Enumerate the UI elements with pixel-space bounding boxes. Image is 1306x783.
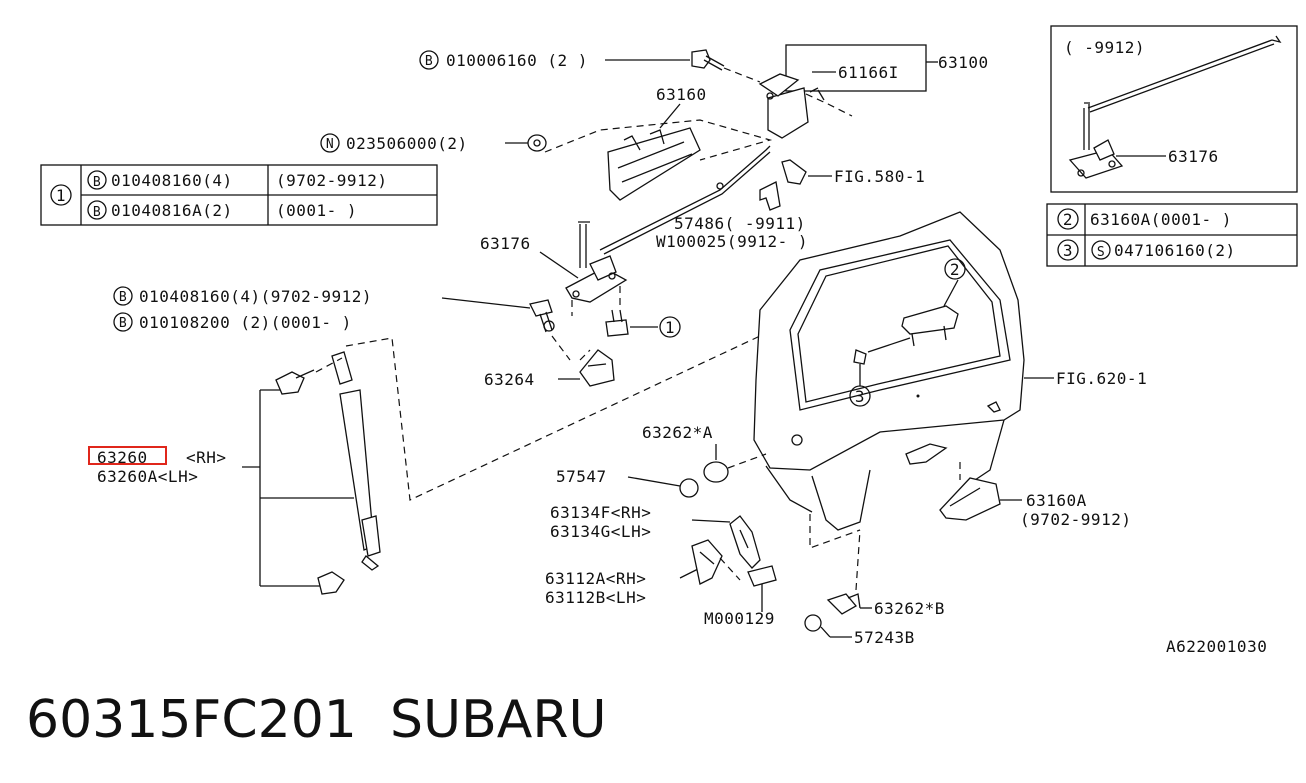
svg-text:B: B bbox=[119, 316, 127, 331]
svg-text:N: N bbox=[326, 137, 334, 152]
back-door-panel: 2 3 FIG.620-1 bbox=[753, 211, 1147, 531]
label-bumper-b: 63262*B bbox=[874, 599, 945, 618]
svg-text:B: B bbox=[425, 54, 433, 69]
label-fig580: FIG.580-1 bbox=[834, 167, 925, 186]
lock-assembly: 63100 61166I bbox=[758, 44, 989, 139]
callout-2-text: 2 bbox=[950, 260, 960, 279]
inset-range: ( -9912) bbox=[1064, 38, 1145, 57]
nut: N 023506000(2) bbox=[320, 133, 547, 153]
lamp-63160A: 63160A (9702-9912) bbox=[939, 462, 1131, 529]
label-striker: 63264 bbox=[484, 370, 535, 389]
label-bolt-top: 010006160 (2 ) bbox=[446, 51, 588, 70]
table2-row2-symbol: S bbox=[1097, 245, 1105, 260]
table1-row2-part: 01040816A(2) bbox=[111, 201, 233, 220]
callout-circle-1 bbox=[50, 184, 72, 206]
label-nut: 023506000(2) bbox=[346, 134, 468, 153]
label-hinge-lh: 63112B<LH> bbox=[545, 588, 646, 607]
table2-row1-index: 2 bbox=[1063, 210, 1073, 229]
bolt-top: B 010006160 (2 ) bbox=[419, 49, 761, 83]
label-bolt-a: 010408160(4)(9702-9912) bbox=[139, 287, 372, 306]
callout-1-text: 1 bbox=[665, 318, 675, 337]
label-lock-assy: 63100 bbox=[938, 53, 989, 72]
label-stay-rh: 63260 bbox=[97, 448, 148, 467]
spec-table-1: 1 B 010408160(4) (9702-9912) B 01040816A… bbox=[40, 164, 438, 226]
label-hinge-rh: 63112A<RH> bbox=[545, 569, 646, 588]
label-stay-rh-side: <RH> bbox=[186, 448, 227, 467]
bumper-a: 63262*A 57547 bbox=[556, 423, 767, 498]
cushion: 63134F<RH> 63134G<LH> bbox=[550, 503, 861, 569]
inset-part-label: 63176 bbox=[1168, 147, 1219, 166]
table1-row2-range: (0001- ) bbox=[276, 201, 357, 220]
table2-row2-part: 047106160(2) bbox=[1114, 241, 1236, 260]
label-cap-b: 57243B bbox=[854, 628, 915, 647]
label-latch: 63176 bbox=[480, 234, 531, 253]
title-brand: SUBARU bbox=[390, 690, 607, 750]
label-lock-sub: 61166I bbox=[838, 63, 899, 82]
label-cushion-rh: 63134F<RH> bbox=[550, 503, 651, 522]
bumper-b: 63262*B 57243B bbox=[804, 529, 945, 647]
label-bolt-b: 010108200 (2)(0001- ) bbox=[139, 313, 352, 332]
label-lamp-range: (9702-9912) bbox=[1020, 510, 1131, 529]
label-rod-a: 57486( -9911) bbox=[674, 214, 806, 233]
label-cushion-lh: 63134G<LH> bbox=[550, 522, 651, 541]
inset-detail: ( -9912) 63176 bbox=[1050, 25, 1298, 193]
label-stay-lh: 63260A<LH> bbox=[97, 467, 198, 486]
table2-row1-part: 63160A(0001- ) bbox=[1090, 210, 1232, 229]
table1-index: 1 bbox=[56, 186, 66, 205]
rod-and-clip: FIG.580-1 57486( -9911) W100025(9912- ) bbox=[599, 145, 925, 255]
label-cap-a: 57547 bbox=[556, 467, 607, 486]
callout-circle-1-diagram bbox=[659, 316, 681, 338]
table1-row1-range: (9702-9912) bbox=[276, 171, 387, 190]
callout-3-text: 3 bbox=[855, 387, 865, 406]
label-fig620: FIG.620-1 bbox=[1056, 369, 1147, 388]
spec-table-2: 2 63160A(0001- ) 3 S 047106160(2) bbox=[1046, 203, 1298, 267]
diagram-code: A622001030 bbox=[1166, 637, 1267, 656]
svg-text:B: B bbox=[119, 290, 127, 305]
gas-stay-63260: 63260 <RH> 63260A<LH> bbox=[88, 335, 761, 595]
table1-row1-part: 010408160(4) bbox=[111, 171, 233, 190]
striker-63264: 63264 bbox=[484, 349, 615, 389]
highlight-box bbox=[88, 446, 167, 465]
table2-row2-index: 3 bbox=[1063, 241, 1073, 260]
hinge: 63112A<RH> 63112B<LH> M000129 bbox=[545, 539, 777, 628]
title-part-number: 60315FC201 bbox=[26, 690, 357, 750]
latch-bolts: B 010408160(4)(9702-9912) B 010108200 (2… bbox=[113, 286, 681, 361]
label-rod-b: W100025(9912- ) bbox=[656, 232, 808, 251]
latch-63176: 63176 bbox=[480, 221, 628, 316]
label-lamp: 63160A bbox=[1026, 491, 1087, 510]
table1-row2-symbol: B bbox=[93, 205, 101, 220]
table1-row1-symbol: B bbox=[93, 175, 101, 190]
label-bumper-a: 63262*A bbox=[642, 423, 713, 442]
label-handle: 63160 bbox=[656, 85, 707, 104]
label-screw: M000129 bbox=[704, 609, 775, 628]
handle-63160: 63160 bbox=[544, 85, 773, 201]
